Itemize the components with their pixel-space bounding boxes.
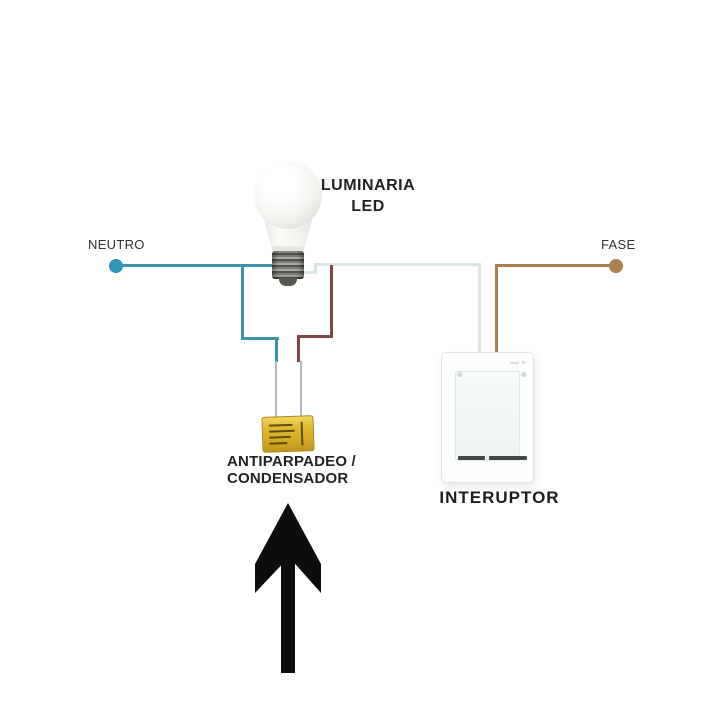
phase-terminal-dot <box>609 259 623 273</box>
neutral-terminal-dot <box>109 259 123 273</box>
capacitor-branch-to-capacitor <box>297 335 300 362</box>
neutral-branch-down <box>241 264 244 340</box>
switch-screw-left <box>457 372 462 377</box>
led-bulb-screw-base <box>272 251 304 279</box>
capacitor-branch-down <box>330 265 333 338</box>
switch-screw-right <box>521 372 526 377</box>
capacitor-lead-left <box>275 361 277 418</box>
switch-rocker-slot-right <box>489 456 527 460</box>
switch-rocker-slot-left <box>458 456 485 460</box>
led-bulb-collar <box>272 246 304 252</box>
lamp-wire-horizontal <box>314 263 481 266</box>
capacitor-print-mark <box>268 423 293 427</box>
led-bulb-base-tip <box>279 278 297 286</box>
phase-wire-horizontal <box>497 264 617 267</box>
capacitor-body <box>261 415 315 453</box>
capacitor-branch-horizontal <box>297 335 333 338</box>
switch-top-mark-dot <box>522 361 525 364</box>
arrow-shaft <box>281 550 295 673</box>
capacitor-print-mark <box>268 429 295 433</box>
neutral-branch-horizontal <box>241 337 279 340</box>
arrow-head <box>255 503 321 593</box>
capacitor-print-mark <box>269 435 292 439</box>
led-bulb-glass <box>254 161 322 229</box>
phase-wire-down-to-switch <box>495 264 498 354</box>
lamp-wire-step-horizontal <box>296 271 317 274</box>
capacitor-label: ANTIPARPADEO / CONDENSADOR <box>227 453 356 487</box>
neutral-wire-horizontal <box>116 264 274 267</box>
wall-switch-plate <box>441 352 534 483</box>
lamp-label-line2: LED <box>351 198 385 215</box>
capacitor-lead-right <box>300 361 302 418</box>
up-arrow-annotation <box>255 503 321 673</box>
capacitor-label-line1: ANTIPARPADEO / <box>227 453 356 470</box>
lamp-label-line1: LUMINARIA <box>320 177 416 194</box>
capacitor-print-mark <box>269 442 288 445</box>
capacitor-label-line2: CONDENSADOR <box>227 470 349 487</box>
phase-label: FASE <box>601 237 636 252</box>
neutral-branch-to-capacitor <box>275 337 278 362</box>
switch-label: INTERUPTOR <box>439 488 560 507</box>
lamp-wire-step-vertical <box>314 263 317 274</box>
lamp-label: LUMINARIA LED <box>318 175 418 217</box>
capacitor-print-mark-vertical <box>300 421 304 446</box>
neutral-label: NEUTRO <box>88 237 145 252</box>
switch-rocker-button[interactable] <box>455 371 520 461</box>
lamp-wire-down-to-switch <box>478 263 481 354</box>
switch-top-mark <box>510 362 519 364</box>
